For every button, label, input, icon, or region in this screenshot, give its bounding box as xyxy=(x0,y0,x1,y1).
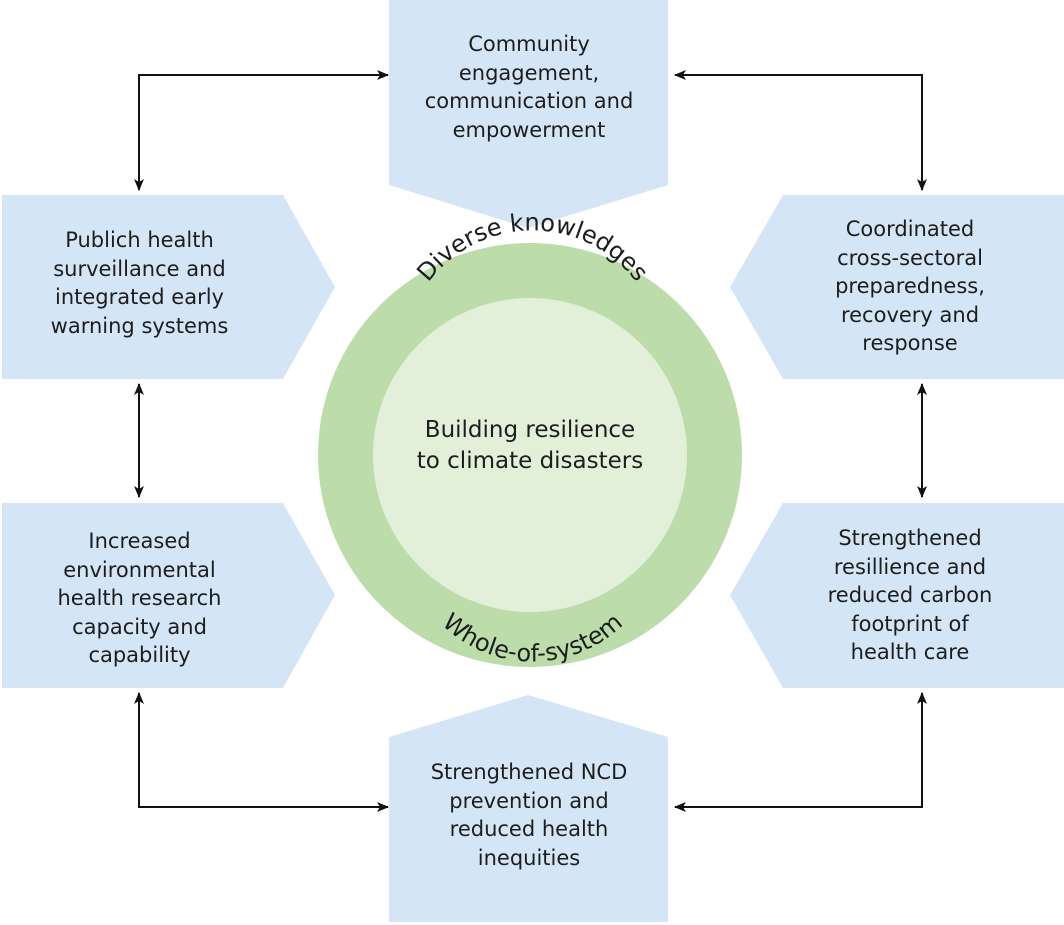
box-left-upper-line: warning systems xyxy=(50,313,229,338)
center-title-line: Building resilience xyxy=(424,417,636,443)
box-top-line: Community xyxy=(468,32,590,56)
box-bottom-shape xyxy=(389,695,668,922)
box-right-upper-label: Coordinated cross-sectoral preparedness,… xyxy=(770,215,1050,358)
box-left-upper-line: surveillance and xyxy=(53,256,226,281)
box-right-lower-label: Strengthened resillience and reduced car… xyxy=(770,524,1050,667)
box-left-lower-line: Increased xyxy=(88,529,191,553)
box-top-line: engagement, xyxy=(458,60,600,85)
box-right-upper-line: recovery and xyxy=(840,302,980,327)
box-right-lower-shape xyxy=(730,503,1064,688)
box-bottom-line: reduced health xyxy=(449,817,609,841)
arrow-top-right xyxy=(674,70,927,191)
box-top-label: Community engagement, communication and … xyxy=(389,30,669,144)
box-bottom-line: Strengthened NCD xyxy=(430,760,628,784)
box-top-line: empowerment xyxy=(452,117,606,142)
box-bottom-line: prevention and xyxy=(449,788,609,813)
box-right-lower-line: footprint of xyxy=(851,611,969,636)
box-left-upper-shape xyxy=(2,195,335,379)
box-right-lower-line: resillience and xyxy=(833,554,987,579)
box-left-lower-line: health research xyxy=(57,586,222,610)
ring-inner xyxy=(373,298,687,612)
box-right-upper-shape xyxy=(730,195,1064,379)
box-left-lower-shape xyxy=(2,503,335,688)
box-left-upper-label: Publich health surveillance and integrat… xyxy=(2,226,277,340)
center-title: Building resilience to climate disasters xyxy=(380,415,680,477)
box-right-upper-line: Coordinated xyxy=(845,217,975,241)
box-right-lower-line: Strengthened xyxy=(838,526,982,550)
box-left-lower-line: capability xyxy=(88,643,191,667)
box-right-upper-line: response xyxy=(862,331,958,355)
box-bottom-line: inequities xyxy=(477,845,581,870)
box-bottom-label: Strengthened NCD prevention and reduced … xyxy=(389,758,669,872)
box-left-lower-label: Increased environmental health research … xyxy=(2,527,277,670)
box-left-lower-line: environmental xyxy=(63,557,216,582)
center-title-line: to climate disasters xyxy=(416,448,644,474)
box-left-upper-line: Publich health xyxy=(65,228,214,252)
box-right-upper-line: preparedness, xyxy=(835,274,985,298)
arrow-bottom-left xyxy=(134,692,389,812)
box-left-lower-line: capacity and xyxy=(72,614,207,639)
box-right-lower-line: reduced carbon xyxy=(827,583,993,607)
box-right-upper-line: cross-sectoral xyxy=(837,245,983,270)
arrow-top-left xyxy=(134,70,389,191)
box-top-line: communication and xyxy=(424,89,634,113)
arrow-bottom-right xyxy=(674,692,927,812)
box-right-lower-line: health care xyxy=(850,640,970,664)
box-left-upper-line: integrated early xyxy=(55,285,224,309)
box-top-shape xyxy=(389,0,668,228)
